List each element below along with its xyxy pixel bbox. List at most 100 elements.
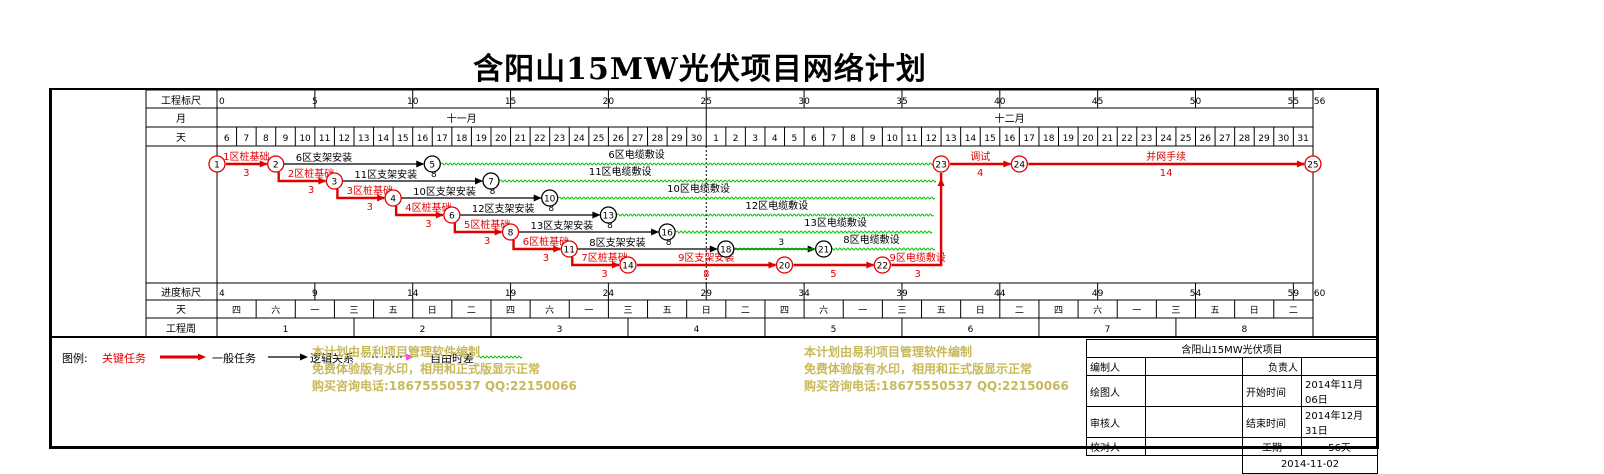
- progress-tick-label: 60: [1314, 289, 1326, 299]
- node-circle: [1304, 155, 1322, 173]
- node-circle: [815, 240, 833, 258]
- weekday-label: 日: [1250, 305, 1259, 316]
- critical-task: [891, 173, 943, 267]
- node-circle: [384, 189, 402, 207]
- critical-task-dur: 8: [703, 269, 709, 280]
- week-label: 5: [831, 325, 837, 335]
- day-label: 18: [1043, 134, 1055, 144]
- progress-tick-label: 9: [312, 289, 318, 299]
- day-label: 14: [378, 134, 390, 144]
- node-circle: [541, 189, 559, 207]
- node-circle: [717, 240, 735, 258]
- week-label: 4: [694, 325, 700, 335]
- scale-tick-label: 30: [798, 97, 810, 107]
- weekday-label: 一: [1132, 306, 1141, 316]
- weekday-label: 一: [584, 306, 593, 316]
- float-wave: [558, 196, 936, 200]
- critical-task-label: 6区桩基础: [523, 235, 569, 248]
- watermark-left: 本计划由易利项目管理软件编制 免费体验版有水印，相用和正式版显示正常 购买咨询电…: [312, 344, 577, 395]
- day-label: 6: [224, 134, 230, 144]
- weekday-label: 三: [1171, 306, 1180, 316]
- float-wave: [734, 247, 936, 251]
- legend-logic-label: 逻辑关系: [310, 352, 354, 365]
- critical-task-label: 4区桩基础: [405, 201, 451, 214]
- weekday-label: 五: [389, 306, 398, 316]
- node-circle: [443, 206, 461, 224]
- critical-task-dur: 3: [308, 185, 314, 196]
- day-label: 21: [515, 134, 526, 144]
- day-label: 12: [926, 134, 937, 144]
- legend-logic-arrow: [406, 353, 414, 361]
- scale-tick-label: 56: [1314, 97, 1326, 107]
- day-label: 11: [319, 134, 330, 144]
- day-label: 16: [1004, 134, 1016, 144]
- critical-arrow: [259, 160, 268, 168]
- progress-tick-label: 34: [798, 289, 810, 299]
- day-label: 9: [283, 134, 289, 144]
- day-label: 21: [1102, 134, 1113, 144]
- chart-frame: [49, 88, 1379, 449]
- watermark-line: 本计划由易利项目管理软件编制: [804, 345, 973, 359]
- critical-task-dur: 14: [1160, 168, 1173, 179]
- watermark-line: 本计划由易利项目管理软件编制: [312, 345, 481, 359]
- row-label-day: 天: [176, 133, 186, 144]
- day-label: 25: [593, 134, 604, 144]
- day-label: 29: [671, 134, 683, 144]
- info-period-value: 56天: [1301, 437, 1378, 456]
- critical-task: [512, 240, 561, 251]
- float-wave: [616, 213, 934, 217]
- day-label: 24: [1160, 134, 1172, 144]
- node-label: 21: [818, 246, 829, 256]
- legend-float-wave: [477, 355, 523, 359]
- row-label-weekday: 天: [176, 305, 186, 316]
- node-label: 23: [935, 161, 946, 171]
- weekday-label: 日: [428, 305, 437, 316]
- day-label: 7: [831, 134, 837, 144]
- general-task-label: 12区支架安装: [472, 202, 535, 215]
- general-task-label: 10区支架安装: [413, 185, 476, 198]
- progress-tick-label: 19: [505, 289, 517, 299]
- node-circle: [619, 256, 637, 274]
- weekday-label: 二: [1015, 306, 1024, 316]
- node-label: 24: [1014, 161, 1026, 171]
- node-label: 11: [564, 246, 575, 256]
- day-label: 23: [554, 134, 565, 144]
- critical-task-dur: 3: [601, 269, 607, 280]
- day-label: 13: [945, 134, 956, 144]
- info-editor-label: 编制人: [1086, 357, 1146, 376]
- float-wave: [675, 230, 933, 234]
- general-arrow: [651, 228, 660, 236]
- weekday-label: 六: [545, 304, 554, 316]
- watermark-line: 购买咨询电话:18675550537 QQ:22150066: [312, 379, 577, 393]
- critical-arrow: [866, 261, 875, 269]
- critical-arrow: [377, 194, 386, 202]
- node-label: 20: [779, 262, 791, 272]
- row-label-month: 月: [176, 113, 186, 125]
- progress-tick-label: 59: [1288, 289, 1300, 299]
- cable-task-label: 13区电缆敷设: [804, 216, 867, 229]
- node-label: 8: [508, 229, 514, 239]
- critical-arrow: [1003, 160, 1012, 168]
- general-task-dur: 8: [548, 204, 554, 214]
- weekday-label: 三: [349, 306, 358, 316]
- node-label: 13: [603, 212, 614, 222]
- day-label: 11: [906, 134, 917, 144]
- legend-label: 图例:: [62, 352, 88, 365]
- critical-task-dur: 3: [484, 236, 490, 247]
- day-label: 12: [338, 134, 349, 144]
- day-label: 25: [1180, 134, 1191, 144]
- week-label: 7: [1105, 325, 1111, 335]
- general-task-dur: 8: [666, 238, 672, 248]
- progress-tick-label: 39: [896, 289, 908, 299]
- scale-tick-label: 0: [219, 97, 225, 107]
- watermark-line: 免费体验版有水印，相用和正式版显示正常: [804, 362, 1033, 376]
- node-circle: [775, 256, 794, 274]
- general-arrow: [416, 160, 425, 168]
- critical-task-dur: 5: [830, 269, 836, 280]
- week-label: 1: [283, 325, 289, 335]
- day-label: 29: [1258, 134, 1270, 144]
- cable-task-label: 11区电缆敷设: [589, 165, 652, 178]
- critical-task-dur: 3: [425, 219, 431, 230]
- day-label: 7: [243, 134, 249, 144]
